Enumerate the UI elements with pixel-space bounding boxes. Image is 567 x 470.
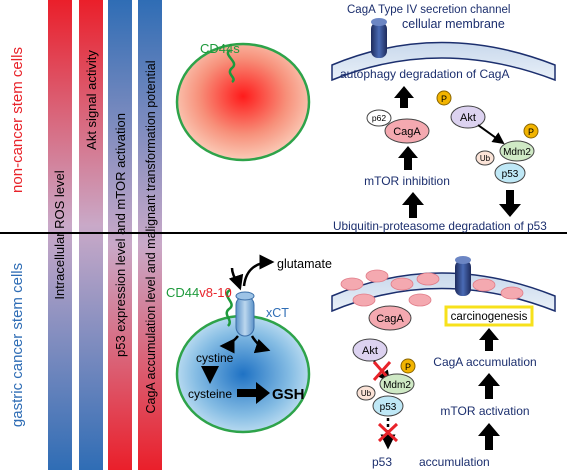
- phospho-mdm2-bottom-icon: [400, 358, 416, 374]
- caga-accumulation-label: CagA accumulation: [433, 355, 536, 369]
- arrow-up-autophagy: [394, 86, 414, 108]
- cd44s-label: CD44s: [200, 41, 240, 56]
- phospho-akt-top-icon: [436, 90, 452, 106]
- cysteine-to-gsh-arrow: [237, 382, 270, 404]
- p53-accumulation-label: accumulation: [419, 455, 490, 469]
- caga-accumulation-cluster: [340, 269, 524, 307]
- cd44v-receptor-icon: [225, 288, 233, 327]
- mdm2-label-top: Mdm2: [503, 147, 531, 158]
- arrow-up-to-carcinogenesis: [479, 328, 499, 351]
- caga-secretion-channel-bottom-icon: [455, 256, 471, 296]
- akt-label-top: Akt: [460, 112, 476, 124]
- carcinogenesis-label: carcinogenesis: [451, 311, 528, 323]
- mdm2-node-bottom: [379, 373, 415, 395]
- cd44v-prefix: CD44: [166, 285, 199, 300]
- blocked-degradation-x-icon: [377, 422, 399, 443]
- arrow-up-to-mtor-activation: [478, 423, 500, 450]
- membrane-label: cellular membrane: [402, 17, 505, 31]
- arrow-up-to-mtor: [402, 192, 424, 218]
- cysteine-label: cysteine: [188, 387, 232, 401]
- caga-node: [384, 118, 430, 144]
- top-membrane: [331, 41, 556, 82]
- bar-label-ros: Intracellular ROS level: [52, 170, 67, 299]
- bar-label-caga: CagA accumulation level and malignant tr…: [144, 61, 158, 414]
- ub-node-bottom: [356, 385, 376, 401]
- cystine-uptake-arrow-left: [219, 335, 239, 354]
- mdm2-node-top: [499, 140, 535, 162]
- phospho-mdm2-bottom-label: P: [405, 362, 411, 372]
- row-label-gastric-cancer: gastric cancer stem cells: [9, 263, 26, 427]
- cd44s-receptor-icon: [226, 48, 236, 84]
- ub-label-top: Ub: [480, 154, 491, 163]
- cd44v-variant: v8-10: [199, 285, 232, 300]
- p53-node-bottom: [372, 395, 404, 417]
- gradient-bar-p53-mtor: p53 expression level and mTOR activation: [108, 0, 132, 470]
- gsh-label: GSH: [272, 386, 305, 403]
- mtor-activation-label: mTOR activation: [440, 404, 529, 418]
- bar-label-akt: Akt signal activity: [84, 50, 99, 150]
- xct-label: xCT: [266, 306, 289, 320]
- mtor-inhibition-label: mTOR inhibition: [364, 174, 450, 188]
- glutamate-label: glutamate: [277, 257, 332, 271]
- bottom-membrane: [331, 272, 556, 313]
- akt-node-top: [450, 105, 486, 129]
- caga-secretion-channel-icon: [371, 18, 387, 58]
- p53-accumulation-p53-label: p53: [372, 455, 392, 469]
- gradient-bar-caga: CagA accumulation level and malignant tr…: [138, 0, 162, 470]
- arrow-up-to-caga-accum: [478, 373, 500, 399]
- phospho-akt-top-label: P: [441, 94, 447, 104]
- arrow-down-p53: [499, 190, 521, 217]
- cystine-uptake-arrow-right: [250, 335, 271, 354]
- akt-label-bottom: Akt: [362, 345, 378, 357]
- cell-body-red: [175, 42, 311, 162]
- gradient-bar-ros: Intracellular ROS level: [48, 0, 72, 470]
- cystine-label: cystine: [196, 351, 234, 365]
- ubiquitin-label: Ubiquitin-proteasome degradation of p53: [333, 219, 547, 233]
- akt-node-bottom: [352, 338, 388, 362]
- carcinogenesis-box: [444, 305, 534, 327]
- arrow-up-mtor-to-caga: [398, 146, 418, 170]
- phospho-mdm2-top-label: P: [528, 127, 534, 137]
- xct-transporter-icon: [235, 291, 255, 337]
- p53-label-top: p53: [502, 169, 519, 180]
- row-label-non-cancer: non-cancer stem cells: [9, 47, 26, 193]
- glutamate-influx-arrow: [228, 267, 244, 291]
- autophagy-label: autophagy degradation of CagA: [340, 67, 509, 81]
- p53-label-bottom: p53: [380, 402, 397, 413]
- caga-channel-label: CagA Type IV secretion channel: [347, 4, 510, 16]
- mdm2-label-bottom: Mdm2: [383, 380, 411, 391]
- p62-label: p62: [372, 113, 386, 123]
- top-cell: CD44s: [175, 41, 311, 162]
- ub-node-top: [475, 150, 495, 166]
- glutamate-efflux-arrow: [242, 254, 275, 287]
- ub-label-bottom: Ub: [361, 389, 372, 398]
- caga-label: CagA: [393, 126, 421, 138]
- bar-label-p53-mtor: p53 expression level and mTOR activation: [113, 113, 128, 357]
- p62-node: [366, 109, 392, 127]
- p53-node-top: [494, 162, 526, 184]
- caga-node-bottom: [368, 305, 412, 331]
- caga-label-bottom: CagA: [376, 313, 404, 325]
- phospho-mdm2-top-icon: [523, 123, 539, 139]
- gradient-bar-akt: Akt signal activity: [79, 0, 103, 470]
- cd44v-label: CD44v8-10: [166, 285, 232, 300]
- akt-to-mdm2-arrow: [477, 124, 505, 145]
